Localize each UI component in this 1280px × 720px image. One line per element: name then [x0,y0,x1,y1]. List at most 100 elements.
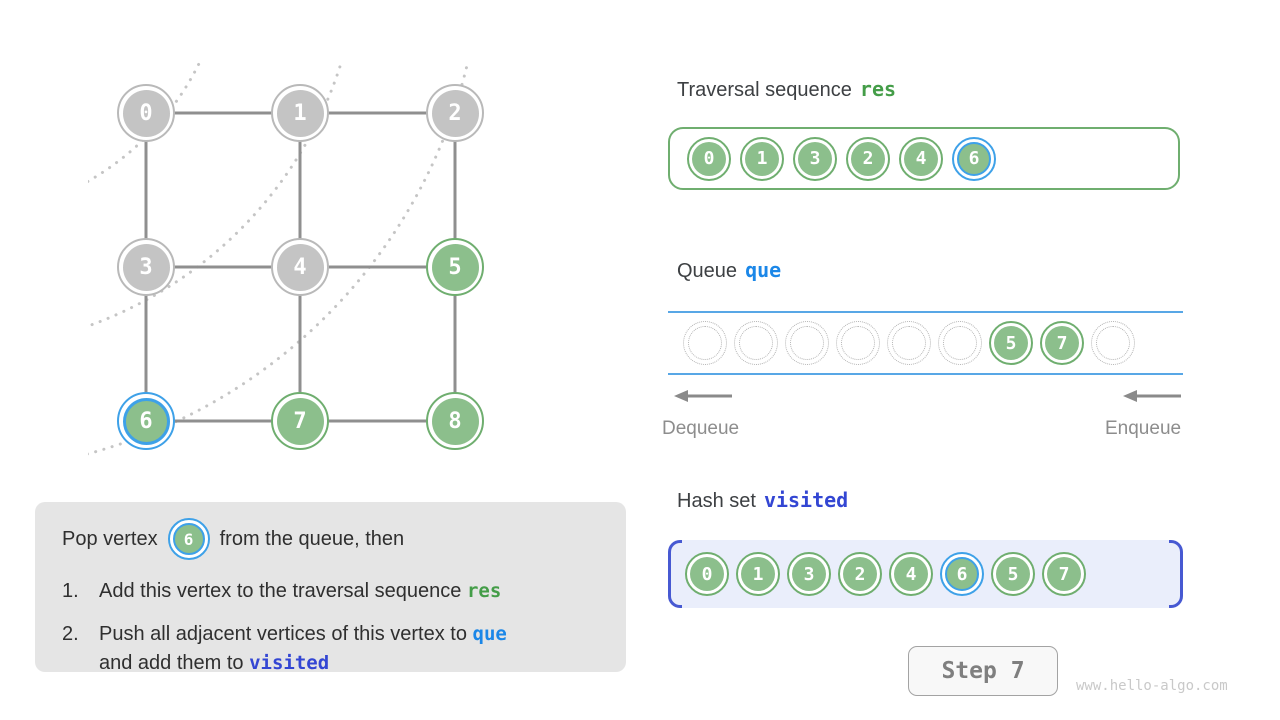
queue-slot: 5 [989,321,1033,365]
hashset-vertex-circle: 7 [1042,552,1086,596]
hashset-right-bracket [1169,540,1183,608]
dequeue-arrow-icon [674,390,732,402]
queue-code-label: que [745,258,782,282]
graph-node-7: 7 [271,392,329,450]
queue-slot: 7 [1040,321,1084,365]
queue-title: Queue que [677,258,781,283]
traversal-code-label: res [859,77,897,101]
queue-slot [887,321,931,365]
queue-slot [734,321,778,365]
graph-node-label: 5 [431,243,479,291]
queue-box: 5 7 [668,311,1183,375]
vertex-value: 3 [792,557,826,591]
vertex-value: 2 [843,557,877,591]
vertex-value: 0 [692,141,726,176]
explanation-pop-line: Pop vertex 6 from the queue, then [62,516,606,562]
hashset-left-bracket [668,540,682,608]
queue-slot [1091,321,1135,365]
step-2-number: 2. [62,623,79,646]
vertex-value: 4 [904,141,938,176]
hashset-vertex-circle: 0 [685,552,729,596]
traversal-vertex-circle: 3 [793,136,837,181]
pop-prefix: Pop vertex [62,527,158,550]
queue-slot-value [841,326,875,360]
graph-node-label: 4 [276,243,324,291]
graph-node-label: 7 [276,397,324,445]
hashset-box: 0 1 3 2 4 6 5 7 [668,540,1183,608]
graph-node-label: 0 [122,89,170,137]
traversal-vertex-circle: 2 [846,136,890,181]
vertex-value: 4 [894,557,928,591]
bfs-level-arc [88,62,202,184]
queue-title-text: Queue [677,260,738,282]
hashset-vertex-circle: 2 [838,552,882,596]
pop-suffix: from the queue, then [219,527,405,550]
step-1-number: 1. [62,580,79,602]
traversal-sequence-box: 0 1 3 2 4 6 [668,127,1180,190]
graph-node-6: 6 [117,392,175,450]
vertex-value: 7 [1047,557,1081,591]
visited-code-ref: visited [249,651,330,674]
hashset-title: Hash set visited [677,488,848,513]
queue-slot-value [943,326,977,360]
graph-node-2: 2 [426,84,484,142]
hashset-vertex-circle: 4 [889,552,933,596]
queue-slot-value [739,326,773,360]
hashset-vertex-circle: 1 [736,552,780,596]
queue-slot-value [688,326,722,360]
step-1-text: Add this vertex to the traversal sequenc… [99,580,502,602]
step-2-text: Push all adjacent vertices of this verte… [99,623,507,674]
explanation-step-2: 2. Push all adjacent vertices of this ve… [62,620,606,677]
traversal-title: Traversal sequence res [677,77,896,102]
vertex-value: 6 [957,141,991,176]
queue-slot-value: 5 [994,326,1028,360]
popped-vertex-value: 6 [172,523,205,555]
hashset-title-text: Hash set [677,490,756,512]
step-button[interactable]: Step 7 [908,646,1058,696]
graph-node-label: 1 [276,89,324,137]
vertex-value: 3 [798,141,832,176]
watermark: www.hello-algo.com [1076,678,1228,694]
traversal-vertex-circle: 6 [952,136,996,181]
queue-slot [938,321,982,365]
traversal-title-text: Traversal sequence [677,79,852,101]
enqueue-label: Enqueue [1105,418,1182,439]
graph-node-8: 8 [426,392,484,450]
que-code-ref: que [472,623,507,646]
graph-node-4: 4 [271,238,329,296]
traversal-vertex-circle: 4 [899,136,943,181]
explanation-box: Pop vertex 6 from the queue, then 1. Add… [35,502,626,674]
vertex-value: 1 [741,557,775,591]
vertex-value: 0 [690,557,724,591]
vertex-value: 5 [996,557,1030,591]
queue-slot-value: 7 [1045,326,1079,360]
enqueue-arrow-icon [1123,390,1181,402]
graph-node-1: 1 [271,84,329,142]
queue-slot-value [790,326,824,360]
hashset-vertex-circle: 3 [787,552,831,596]
queue-slot-value [892,326,926,360]
traversal-vertex-circle: 0 [687,136,731,181]
queue-slot-value [1096,326,1130,360]
graph-node-3: 3 [117,238,175,296]
vertex-value: 2 [851,141,885,176]
hashset-vertex-circle: 5 [991,552,1035,596]
graph-node-0: 0 [117,84,175,142]
hashset-vertex-circle: 6 [940,552,984,596]
graph-node-label: 3 [122,243,170,291]
hashset-code-label: visited [763,488,849,512]
graph-node-label: 6 [122,397,170,445]
queue-slot [683,321,727,365]
queue-slot [836,321,880,365]
vertex-value: 1 [745,141,779,176]
res-code-ref: res [466,580,502,602]
dequeue-label: Dequeue [662,418,740,439]
graph-node-label: 2 [431,89,479,137]
graph-node-5: 5 [426,238,484,296]
traversal-vertex-circle: 1 [740,136,784,181]
popped-vertex-badge: 6 [167,518,210,560]
queue-slot [785,321,829,365]
graph-node-label: 8 [431,397,479,445]
explanation-step-1: 1. Add this vertex to the traversal sequ… [62,577,606,605]
vertex-value: 6 [945,557,979,591]
